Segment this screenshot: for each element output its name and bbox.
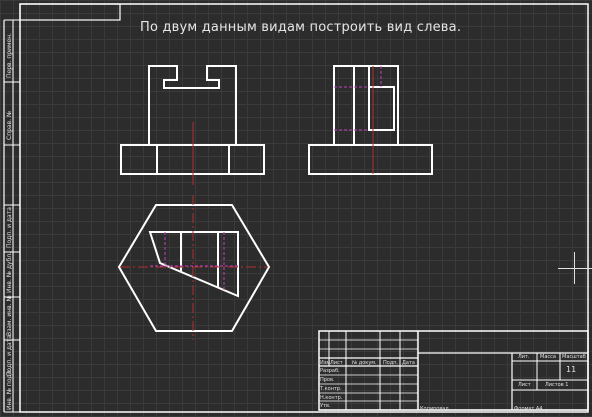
tb-podp: Подп. [383, 360, 399, 366]
side-view [308, 65, 433, 175]
side-label-inv-podl: Инв. № подл. [6, 368, 13, 410]
top-view [117, 195, 271, 340]
side-label-perv-primen: Перв. примен. [6, 32, 13, 78]
tb-nkontr: Н.контр. [320, 395, 343, 401]
tb-massa: Масса [540, 354, 556, 360]
title-block [318, 330, 589, 411]
cursor-crosshair-vertical [574, 252, 575, 284]
tb-list2: Лист [518, 382, 531, 388]
side-label-inv-dubl: Инв. № дубл. [6, 251, 13, 293]
tb-list: Лист [330, 360, 343, 366]
tb-razrab: Разраб. [320, 368, 340, 374]
side-label-sprav-nomer: Справ. № [6, 110, 13, 140]
tb-format: Формат А4 [514, 406, 543, 412]
tb-listov: Листов 1 [545, 382, 569, 388]
tb-prov: Пров. [320, 377, 335, 383]
cursor-crosshair-horizontal [558, 268, 592, 269]
tb-utv: Утв. [320, 403, 331, 409]
task-text: По двум данным видам построить вид слева… [140, 20, 462, 35]
side-label-podp-data-1: Подп. и дата [6, 207, 13, 248]
sheet-frame [3, 3, 589, 413]
tb-lit: Лит. [518, 354, 530, 360]
tb-doc: № докум. [352, 360, 377, 366]
tb-data: Дата [402, 360, 415, 366]
tb-kopiroval: Копировал [420, 406, 449, 412]
tb-scale-value: 11 [566, 365, 577, 374]
tb-tkontr: Т.контр. [320, 386, 342, 392]
tb-izm: Изм. [320, 360, 332, 366]
side-label-vzam-inv: Взам. инв. № [6, 295, 13, 336]
front-view [120, 65, 265, 185]
tb-masshtab: Масштаб [562, 354, 586, 360]
